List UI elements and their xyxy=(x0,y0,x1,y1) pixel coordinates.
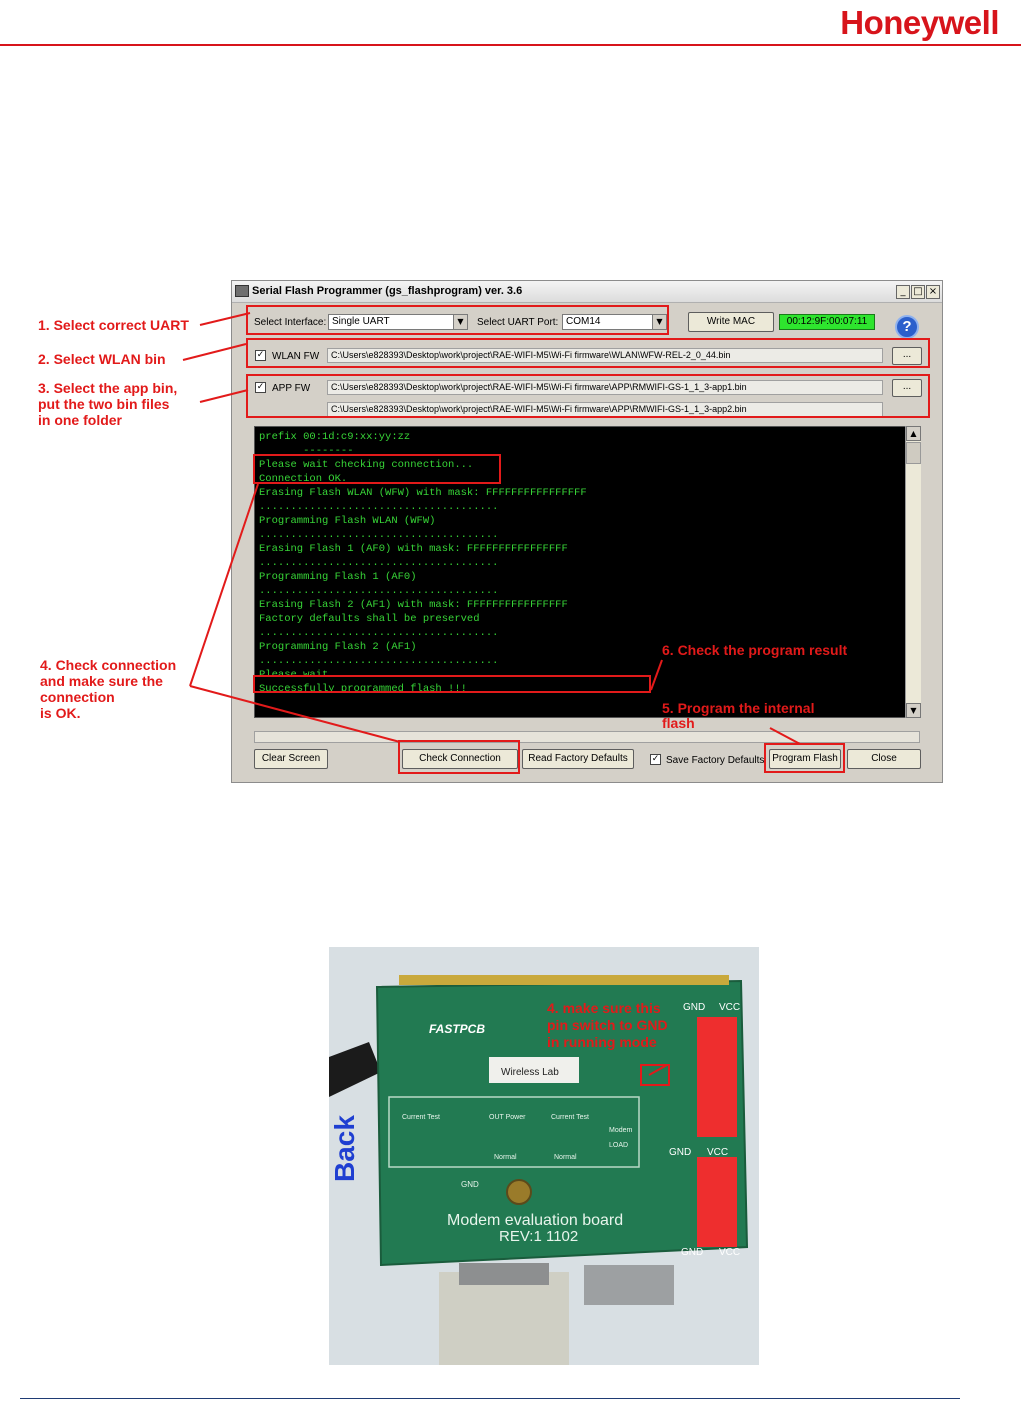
normal-label-1: Normal xyxy=(494,1154,517,1161)
current-test-1: Current Test xyxy=(402,1114,440,1121)
annotation-4-line3: connection xyxy=(40,689,115,705)
console-line: Erasing Flash 2 (AF1) with mask: FFFFFFF… xyxy=(259,599,568,611)
highlight-check-connection xyxy=(398,740,520,774)
read-factory-defaults-button[interactable]: Read Factory Defaults xyxy=(522,749,634,769)
gnd-silk: GND xyxy=(461,1180,479,1189)
console-line: Programming Flash 1 (AF0) xyxy=(259,571,417,583)
annotation-3-line1: 3. Select the app bin, xyxy=(38,380,178,396)
check-connection-button[interactable]: Check Connection xyxy=(402,749,518,769)
wlan-fw-label: WLAN FW xyxy=(272,351,320,362)
highlight-program-flash xyxy=(764,743,845,773)
interface-select[interactable]: Single UART ▼ xyxy=(328,314,468,330)
save-factory-defaults-label: Save Factory Defaults xyxy=(666,755,765,766)
save-factory-defaults-checkbox[interactable]: ✓ xyxy=(650,754,661,765)
program-flash-button[interactable]: Program Flash xyxy=(769,749,841,769)
console-line: Programming Flash 2 (AF1) xyxy=(259,641,417,653)
board-title: Modem evaluation board xyxy=(447,1212,623,1229)
brand-logo: Honeywell xyxy=(840,4,999,41)
scroll-down-icon[interactable]: ▼ xyxy=(906,703,921,718)
out-power-label: OUT Power xyxy=(489,1114,526,1121)
console-line: prefix 00:1d:c9:xx:yy:zz xyxy=(259,431,411,443)
app-fw-path-1[interactable]: C:\Users\e828393\Desktop\work\project\RA… xyxy=(327,380,883,395)
gnd-top: GND xyxy=(683,1002,705,1013)
scroll-thumb[interactable] xyxy=(906,442,921,464)
vcc-top: VCC xyxy=(719,1002,740,1013)
minimize-icon[interactable]: _ xyxy=(896,285,910,299)
uart-port-value: COM14 xyxy=(566,316,601,327)
uart-port-select[interactable]: COM14 ▼ xyxy=(562,314,667,330)
close-button[interactable]: Close xyxy=(847,749,921,769)
chevron-down-icon: ▼ xyxy=(453,315,467,329)
note-line-1: 4. make sure this xyxy=(547,1000,661,1016)
note-line-3: in running mode xyxy=(547,1034,657,1050)
note-line-2: pin switch to GND xyxy=(547,1017,668,1033)
wlan-fw-checkbox[interactable]: ✓ xyxy=(255,350,266,361)
console-output: prefix 00:1d:c9:xx:yy:zz -------- Please… xyxy=(254,426,920,718)
board-photo: FASTPCB Wireless Lab Current Test OUT Po… xyxy=(329,947,759,1365)
app-fw-checkbox[interactable]: ✓ xyxy=(255,382,266,393)
highlight-result xyxy=(253,675,651,693)
console-line: ...................................... xyxy=(259,585,499,597)
annotation-1: 1. Select correct UART xyxy=(38,317,189,333)
maximize-icon[interactable]: □ xyxy=(911,285,925,299)
progress-bar xyxy=(254,731,920,743)
clear-screen-button[interactable]: Clear Screen xyxy=(254,749,328,769)
highlight-connection xyxy=(253,454,501,484)
current-test-2: Current Test xyxy=(551,1114,589,1121)
annotation-5-line1: 5. Program the internal xyxy=(662,700,815,716)
board-revision: REV:1 1102 xyxy=(499,1228,578,1245)
app-fw-label: APP FW xyxy=(272,383,311,394)
annotation-4-line4: is OK. xyxy=(40,705,81,721)
console-line: ...................................... xyxy=(259,557,499,569)
annotation-2: 2. Select WLAN bin xyxy=(38,351,166,367)
annotation-6: 6. Check the program result xyxy=(662,642,848,658)
back-label: Back xyxy=(329,1115,360,1182)
highlight-app-bin xyxy=(246,374,930,418)
app-icon xyxy=(235,285,249,297)
load-label: LOAD xyxy=(609,1142,628,1149)
chevron-down-icon: ▼ xyxy=(652,315,666,329)
console-line: Erasing Flash 1 (AF0) with mask: FFFFFFF… xyxy=(259,543,568,555)
vcc-bottom: VCC xyxy=(719,1247,740,1258)
console-line: Erasing Flash WLAN (WFW) with mask: FFFF… xyxy=(259,487,587,499)
mac-address-display: 00:12:9F:00:07:11 xyxy=(779,314,875,330)
interface-label: Select Interface: xyxy=(254,317,327,328)
vcc-mid: VCC xyxy=(707,1147,728,1158)
wlan-fw-path[interactable]: C:\Users\e828393\Desktop\work\project\RA… xyxy=(327,348,883,363)
gnd-mid: GND xyxy=(669,1147,691,1158)
close-icon[interactable]: × xyxy=(926,285,940,299)
console-line: Factory defaults shall be preserved xyxy=(259,613,480,625)
annotation-4-line2: and make sure the xyxy=(40,673,163,689)
lab-label: Wireless Lab xyxy=(501,1067,559,1078)
uart-label: Select UART Port: xyxy=(477,317,559,328)
console-line: Please wait checking connection... xyxy=(259,459,474,471)
annotation-3-line2: put the two bin files xyxy=(38,396,170,412)
pcb-brand: FASTPCB xyxy=(429,1022,485,1036)
scroll-up-icon[interactable]: ▲ xyxy=(906,426,921,441)
interface-value: Single UART xyxy=(332,316,390,327)
console-line: Programming Flash WLAN (WFW) xyxy=(259,515,436,527)
highlight-wlan-bin xyxy=(246,338,930,368)
window-title: Serial Flash Programmer (gs_flashprogram… xyxy=(252,285,523,297)
normal-label-2: Normal xyxy=(554,1154,577,1161)
console-line: ...................................... xyxy=(259,655,499,667)
annotation-4-line1: 4. Check connection xyxy=(40,657,177,673)
header-rule xyxy=(0,44,1021,46)
console-line: ...................................... xyxy=(259,529,499,541)
app-browse-button[interactable]: ... xyxy=(892,379,922,397)
modem-label: Modem xyxy=(609,1127,633,1134)
console-scrollbar[interactable]: ▲ ▼ xyxy=(905,426,921,718)
console-line: ...................................... xyxy=(259,627,499,639)
highlight-uart xyxy=(246,305,669,335)
annotation-3-line3: in one folder xyxy=(38,412,122,428)
footer-rule xyxy=(20,1398,960,1399)
wlan-browse-button[interactable]: ... xyxy=(892,347,922,365)
window-title-bar: Serial Flash Programmer (gs_flashprogram… xyxy=(232,281,942,303)
console-line: ...................................... xyxy=(259,501,499,513)
gnd-bottom: GND xyxy=(681,1247,703,1258)
help-icon[interactable]: ? xyxy=(895,315,919,339)
write-mac-button[interactable]: Write MAC xyxy=(688,312,774,332)
annotation-5-line2: flash xyxy=(662,715,695,731)
board-illustration: FASTPCB Wireless Lab Current Test OUT Po… xyxy=(329,947,759,1365)
